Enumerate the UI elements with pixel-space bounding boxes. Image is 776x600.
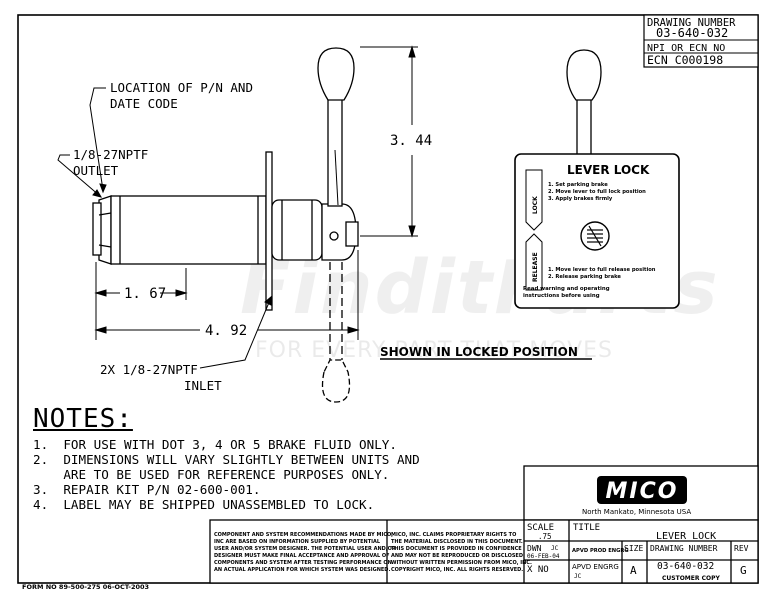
svg-text:THIS DOCUMENT IS PROVIDED IN C: THIS DOCUMENT IS PROVIDED IN CONFIDENCE (391, 546, 522, 552)
svg-text:DESIGNER MUST MAKE FINAL ACCEP: DESIGNER MUST MAKE FINAL ACCEPTANCE AND … (214, 553, 390, 559)
notes-section: NOTES: 1. FOR USE WITH DOT 3, 4 OR 5 BRA… (33, 405, 503, 512)
lock-step-1: 1. Set parking brake (548, 182, 608, 188)
notes-title: NOTES: (33, 404, 133, 434)
lever-lock-label: LEVER LOCK LOCK RELEASE 1. Set parking b… (514, 153, 680, 309)
callout-inlet-line1: 2X 1/8-27NPTF (100, 362, 198, 377)
tb-proprietary-text: MICO, INC. CLAIMS PROPRIETARY RIGHTS TO … (391, 532, 532, 573)
tb-dwn-date: 06-FEB-04 (527, 553, 560, 560)
release-step-1: 1. Move lever to full release position (548, 267, 656, 273)
callout-pn-line1: LOCATION OF P/N AND (110, 80, 253, 95)
dim-overall-length: 4. 92 (205, 323, 247, 339)
callout-outlet-line2: OUTLET (73, 163, 119, 178)
dimension-lines (94, 45, 418, 340)
side-view (92, 47, 359, 403)
callout-pn-line2: DATE CODE (110, 96, 178, 111)
dim-height: 3. 44 (390, 133, 432, 149)
note-item: 4. LABEL MAY BE SHIPPED UNASSEMBLED TO L… (33, 497, 375, 512)
release-step-2: 2. Release parking brake (548, 274, 621, 280)
tb-rev-label: REV (734, 544, 749, 553)
logo-text: MICO (606, 479, 679, 504)
svg-text:MICO, INC. CLAIMS PROPRIETARY: MICO, INC. CLAIMS PROPRIETARY RIGHTS TO (391, 532, 516, 538)
tb-apvd-prod: APVD PROD ENGRG (572, 548, 629, 554)
tb-scale: .75 (538, 532, 552, 541)
svg-text:COMPONENTS AND SYSTEM AFTER TE: COMPONENTS AND SYSTEM AFTER TESTING PERF… (214, 560, 392, 566)
tb-recommendation-text: COMPONENT AND SYSTEM RECOMMENDATIONS MAD… (214, 532, 396, 573)
form-number: FORM NO 89-500-275 06-OCT-2003 (22, 583, 150, 591)
tb-size-label: SIZE (624, 544, 643, 553)
svg-text:COMPONENT AND SYSTEM RECOMMEND: COMPONENT AND SYSTEM RECOMMENDATIONS MAD… (214, 532, 393, 538)
label-warning-2: instructions before using (523, 293, 600, 299)
label-title: LEVER LOCK (567, 163, 650, 177)
view-caption: SHOWN IN LOCKED POSITION (380, 345, 578, 359)
callout-outlet-line1: 1/8-27NPTF (73, 147, 148, 162)
svg-text:THE MATERIAL DISCLOSED IN THIS: THE MATERIAL DISCLOSED IN THIS DOCUMENT. (391, 539, 523, 545)
svg-text:USER AND/OR SYSTEM DESIGNER.: USER AND/OR SYSTEM DESIGNER. THE POTENTI… (214, 546, 396, 552)
dn-box-ecn: ECN C000198 (647, 53, 723, 67)
mico-logo: MICO (597, 476, 687, 504)
dn-box-number: 03-640-032 (656, 26, 728, 40)
svg-text:WITHOUT WRITTEN PERMISSION FRO: WITHOUT WRITTEN PERMISSION FROM MICO, IN… (391, 560, 532, 566)
dn-box-npi-label: NPI OR ECN NO (647, 43, 725, 54)
tb-drawing-number: 03-640-032 (657, 561, 714, 572)
lock-step-3: 3. Apply brakes firmly (548, 196, 613, 202)
callout-leaders (57, 87, 339, 369)
note-item: ARE TO BE USED FOR REFERENCE PURPOSES ON… (33, 467, 390, 482)
tb-size: A (630, 564, 637, 577)
note-item: 2. DIMENSIONS WILL VARY SLIGHTLY BETWEEN… (33, 452, 420, 467)
dim-outlet-length: 1. 67 (124, 286, 166, 302)
tb-apvd-by: JC (574, 573, 582, 580)
tb-x-no: X NO (527, 565, 549, 575)
tb-customer-copy: CUSTOMER COPY (662, 575, 720, 582)
label-release-tab: RELEASE (532, 252, 539, 282)
tb-dwn-by: JC (551, 545, 559, 552)
label-lock-tab: LOCK (532, 196, 539, 214)
tb-title: LEVER LOCK (656, 531, 716, 542)
tb-location: North Mankato, Minnesota USA (582, 508, 691, 516)
note-item: 1. FOR USE WITH DOT 3, 4 OR 5 BRAKE FLUI… (33, 437, 397, 452)
svg-text:COPYRIGHT MICO, INC. ALL RIGHT: COPYRIGHT MICO, INC. ALL RIGHTS RESERVED… (391, 567, 523, 573)
label-warning-1: Read warning and operating (523, 286, 610, 292)
svg-text:AND MAY NOT BE REPRODUCED OR D: AND MAY NOT BE REPRODUCED OR DISCLOSED (391, 553, 523, 559)
note-item: 3. REPAIR KIT P/N 02-600-001. (33, 482, 261, 497)
dn-box-header: DRAWING NUMBER (647, 17, 736, 29)
callout-inlet-line2: INLET (184, 378, 222, 393)
tb-dn-label: DRAWING NUMBER (650, 544, 718, 553)
lock-step-2: 2. Move lever to full lock position (548, 189, 646, 195)
svg-text:AN ACTUAL APPLICATION FOR WHIC: AN ACTUAL APPLICATION FOR WHICH SYSTEM W… (214, 567, 390, 573)
front-view (566, 49, 602, 163)
tb-rev: G (740, 564, 747, 577)
svg-text:INC ARE BASED ON INFORMATION S: INC ARE BASED ON INFORMATION SUPPLIED BY… (214, 539, 381, 545)
drawing-number-box: DRAWING NUMBER 03-640-032 NPI OR ECN NO … (643, 14, 759, 68)
tb-scale-label: SCALE (527, 523, 554, 533)
tb-title-label: TITLE (573, 523, 600, 533)
tb-dwn-label: DWN (527, 544, 542, 553)
title-block (209, 465, 759, 584)
tb-apvd-engrg: APVD ENGRG (572, 563, 619, 571)
